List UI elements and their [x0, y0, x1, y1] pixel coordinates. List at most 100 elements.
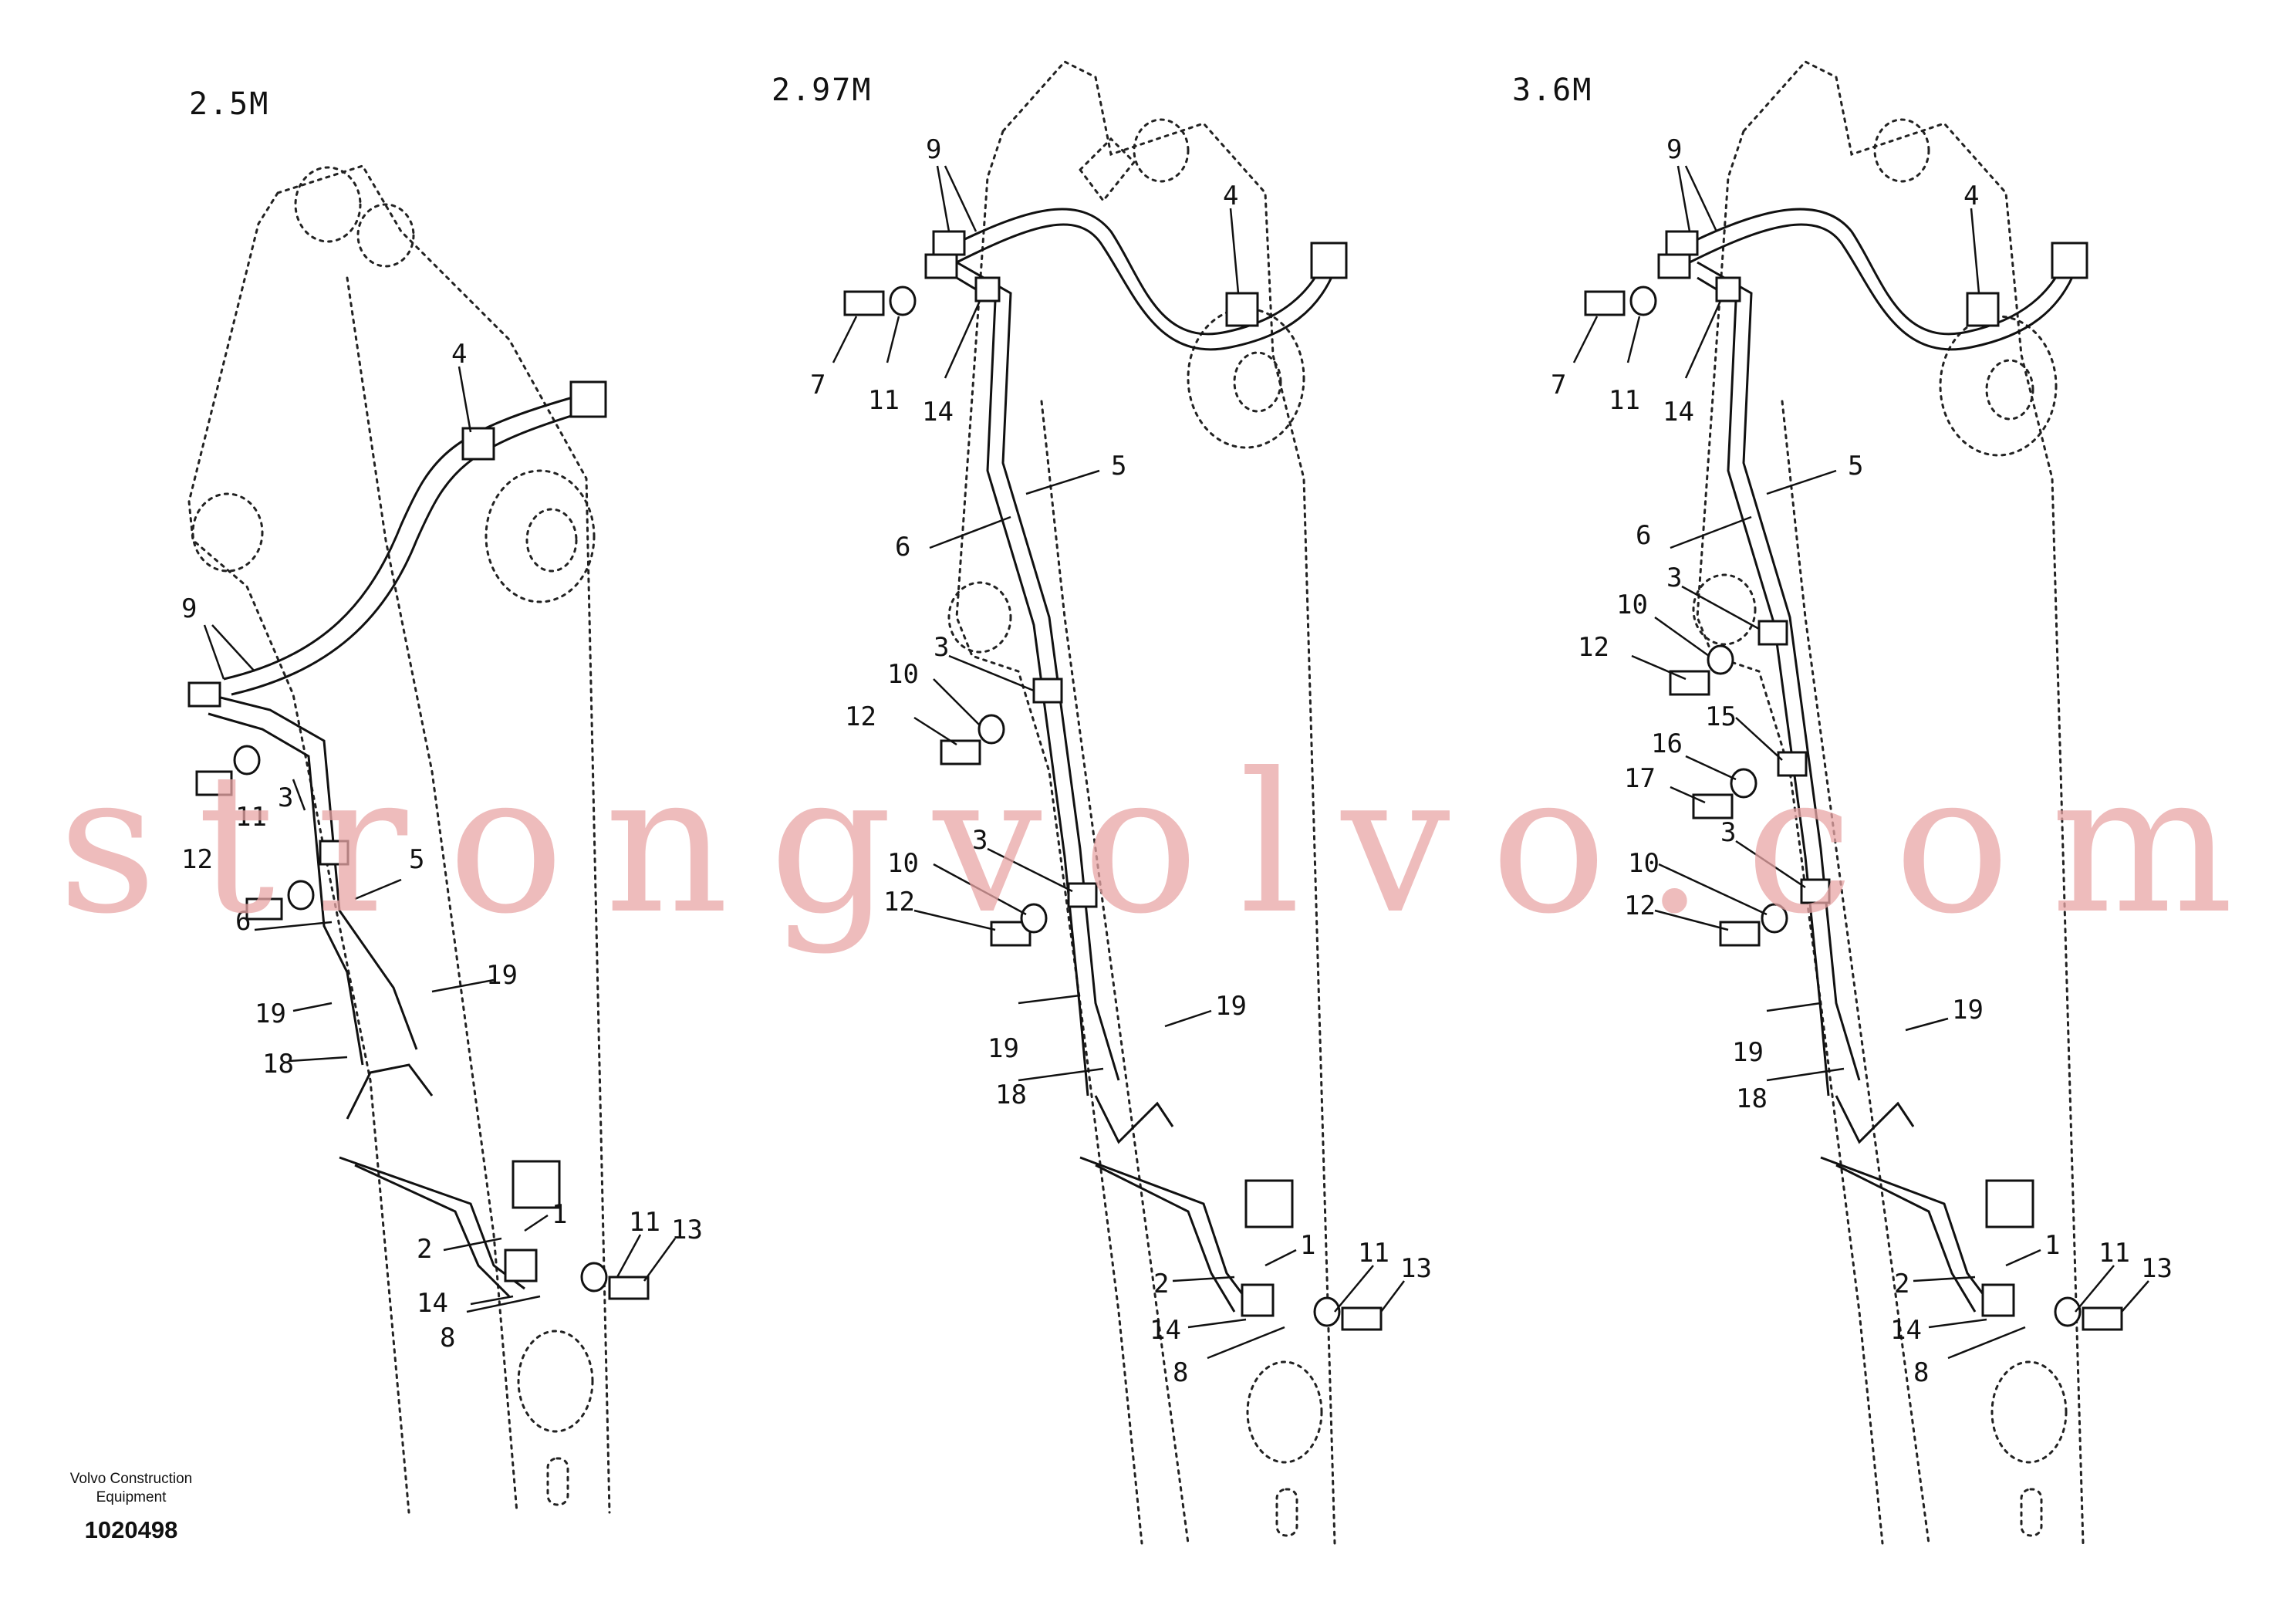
- bolt: [1669, 670, 1710, 696]
- washer: [1761, 903, 1788, 934]
- pin-boss-left: [947, 581, 1012, 654]
- pipe-lower: [346, 1063, 434, 1120]
- boom-outline: [955, 60, 1336, 1545]
- part-label: 19: [255, 999, 286, 1029]
- lower-fitting: [1241, 1283, 1275, 1317]
- hose-second: [1689, 223, 2077, 351]
- washer: [580, 1262, 608, 1293]
- part-label: 19: [1952, 995, 1984, 1026]
- part-label: 6: [1636, 520, 1651, 551]
- leader: [203, 366, 677, 1313]
- clamp: [1032, 678, 1063, 704]
- bolt: [2082, 1306, 2123, 1331]
- leader: [1572, 165, 2149, 1360]
- part-label: 1: [1300, 1230, 1315, 1261]
- slot-bottom: [1275, 1488, 1298, 1537]
- washer: [2054, 1296, 2082, 1327]
- part-label: 5: [409, 844, 424, 875]
- part-label: 4: [1223, 181, 1238, 211]
- bolt: [1719, 921, 1761, 947]
- part-label: 8: [1173, 1357, 1188, 1388]
- pipe-lower-3: [1835, 1164, 1977, 1313]
- hose: [948, 208, 1329, 336]
- bolt: [843, 290, 885, 316]
- hose: [223, 392, 587, 681]
- clamp-14: [1715, 276, 1741, 302]
- part-label: 5: [1848, 451, 1863, 482]
- part-label: 12: [181, 844, 213, 875]
- part-label: 8: [1913, 1357, 1929, 1388]
- part-label: 12: [845, 701, 876, 732]
- washer: [1730, 768, 1757, 799]
- washer: [1313, 1296, 1341, 1327]
- washer: [1707, 644, 1734, 675]
- washer: [287, 880, 315, 911]
- pipe-fitting: [1657, 253, 1691, 279]
- part-label: 13: [671, 1215, 703, 1245]
- lower-fitting: [504, 1249, 538, 1282]
- part-label: 4: [451, 339, 467, 370]
- part-label: 2: [1894, 1269, 1909, 1299]
- part-label: 11: [235, 802, 267, 833]
- part-label: 19: [988, 1033, 1019, 1064]
- part-label: 19: [1215, 991, 1247, 1022]
- part-label: 11: [2098, 1238, 2130, 1269]
- pin-boss-top-2: [356, 203, 415, 268]
- pin-hole-right: [525, 508, 578, 573]
- pipe: [1697, 261, 1861, 1081]
- part-label: 11: [868, 385, 900, 416]
- washer: [1020, 903, 1048, 934]
- clamp: [1757, 620, 1788, 646]
- hose-fitting: [2051, 242, 2088, 279]
- part-label: 1: [2044, 1230, 2060, 1261]
- pipe: [956, 261, 1120, 1081]
- part-label: 5: [1111, 451, 1126, 482]
- part-label: 18: [1736, 1083, 1768, 1114]
- part-label: 15: [1705, 701, 1737, 732]
- clamp: [1800, 878, 1831, 904]
- part-label: 12: [1624, 890, 1656, 921]
- part-label: 9: [926, 134, 941, 165]
- pipe-fitting: [1665, 230, 1699, 256]
- part-label: 14: [1890, 1315, 1922, 1346]
- pipe-second: [208, 712, 364, 1066]
- part-label: 4: [1963, 181, 1979, 211]
- part-label: 16: [1651, 728, 1683, 759]
- part-label: 10: [887, 848, 919, 879]
- slot-bottom: [546, 1457, 569, 1506]
- part-label: 10: [1616, 590, 1648, 620]
- part-label: 3: [972, 825, 988, 856]
- pin-boss-left: [1692, 573, 1757, 646]
- panel-3-6m: 3.6M: [1512, 60, 2173, 1545]
- hose-second: [956, 223, 1336, 351]
- hose-fitting: [569, 380, 607, 418]
- bolt: [195, 770, 233, 796]
- hose-clamp: [461, 427, 495, 461]
- part-label: 9: [181, 593, 197, 624]
- pipe-lower-2: [1820, 1156, 1992, 1305]
- washer: [1629, 286, 1657, 316]
- part-label: 7: [1551, 370, 1566, 400]
- clamp: [1067, 882, 1098, 908]
- part-label: 17: [1624, 763, 1656, 794]
- hose: [1681, 208, 2069, 336]
- leader: [832, 165, 1405, 1360]
- part-label: 19: [1732, 1037, 1764, 1068]
- bolt: [1341, 1306, 1383, 1331]
- pin-hole-right: [1233, 351, 1282, 413]
- bolt: [1584, 290, 1626, 316]
- drawing-number: 1020498: [84, 1516, 178, 1543]
- pin-boss-right: [1939, 315, 2058, 457]
- company-name: Volvo Construction Equipment: [31, 1470, 231, 1507]
- boom-inner-edge: [1040, 400, 1190, 1545]
- boom-outline: [187, 164, 611, 1514]
- slot-bottom: [2020, 1488, 2043, 1537]
- pin-boss-bottom: [1990, 1360, 2068, 1464]
- pin-boss-bottom: [1246, 1360, 1323, 1464]
- variant-title: 2.97M: [772, 73, 872, 108]
- panel-2-5m: 2.5M 4: [181, 86, 703, 1514]
- hose-clamp: [1225, 292, 1259, 327]
- pin-boss-right: [1187, 307, 1305, 449]
- hose-second: [231, 407, 595, 696]
